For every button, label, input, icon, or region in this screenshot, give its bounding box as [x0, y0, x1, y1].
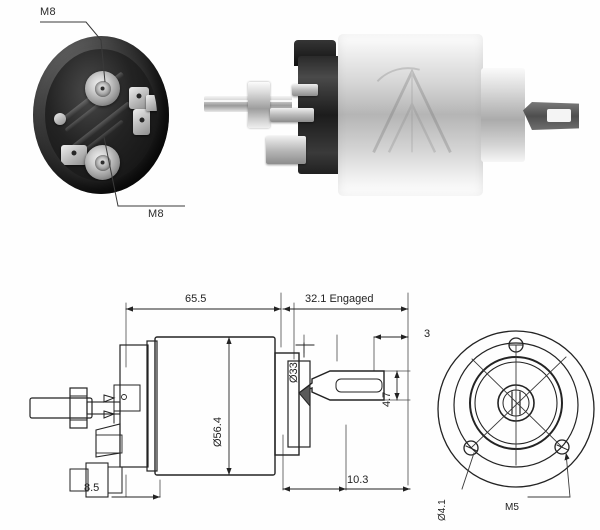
- upper-terminal: [292, 84, 318, 96]
- photo-leader-lines: [40, 21, 185, 207]
- face-rivet: [54, 113, 66, 125]
- terminal-center: [100, 86, 105, 91]
- face-bracket-left: [61, 145, 87, 165]
- front-face-photo: [33, 36, 169, 194]
- mid-terminal: [270, 108, 314, 122]
- plunger-neck: [481, 68, 525, 162]
- product-photo-region: M8 M8: [33, 6, 592, 220]
- lower-terminal-nut: [266, 136, 306, 164]
- drawing-linework: [29, 292, 595, 500]
- dim-nose-diameter: Ø33: [288, 362, 300, 383]
- plunger-fork-tab: [523, 102, 579, 130]
- dim-engaged-stroke: 32.1 Engaged: [305, 293, 374, 305]
- callout-mounting-hole-dia: Ø4.1: [437, 499, 448, 521]
- callout-m8-top: M8: [40, 6, 56, 18]
- bracket-hole: [139, 117, 144, 123]
- solenoid-face-plate: [45, 49, 157, 181]
- dim-overall-length: 65.5: [185, 293, 207, 305]
- face-bracket-right-lower: [133, 109, 150, 135]
- dim-plunger-tip-width: 3: [424, 328, 431, 340]
- terminal-stud-top: [85, 71, 120, 106]
- bracket-hole: [71, 150, 77, 156]
- dim-shoulder-offset: 8.5: [84, 482, 100, 494]
- dim-plunger-height: 4.7: [381, 391, 393, 407]
- engineering-drawing-region: 65.5 32.1 Engaged Ø56.4 Ø33 3 4.7 8.5 10…: [0, 275, 600, 530]
- callout-m8-bottom: M8: [148, 208, 164, 220]
- callout-thread-spec: M5: [505, 502, 519, 513]
- solenoid-barrel: [338, 34, 483, 196]
- dim-fork-length: 10.3: [347, 474, 369, 486]
- rod-nut: [248, 82, 270, 128]
- face-bracket-right-upper: [129, 87, 149, 109]
- terminal-center: [100, 160, 105, 165]
- face-tab-ear: [146, 95, 157, 111]
- bracket-hole: [136, 93, 142, 99]
- fork-slot: [547, 109, 571, 122]
- side-profile-photo: [196, 24, 592, 204]
- dim-body-diameter: Ø56.4: [212, 417, 224, 447]
- terminal-stud-bottom: [85, 145, 120, 180]
- brand-watermark-icon: [372, 67, 452, 153]
